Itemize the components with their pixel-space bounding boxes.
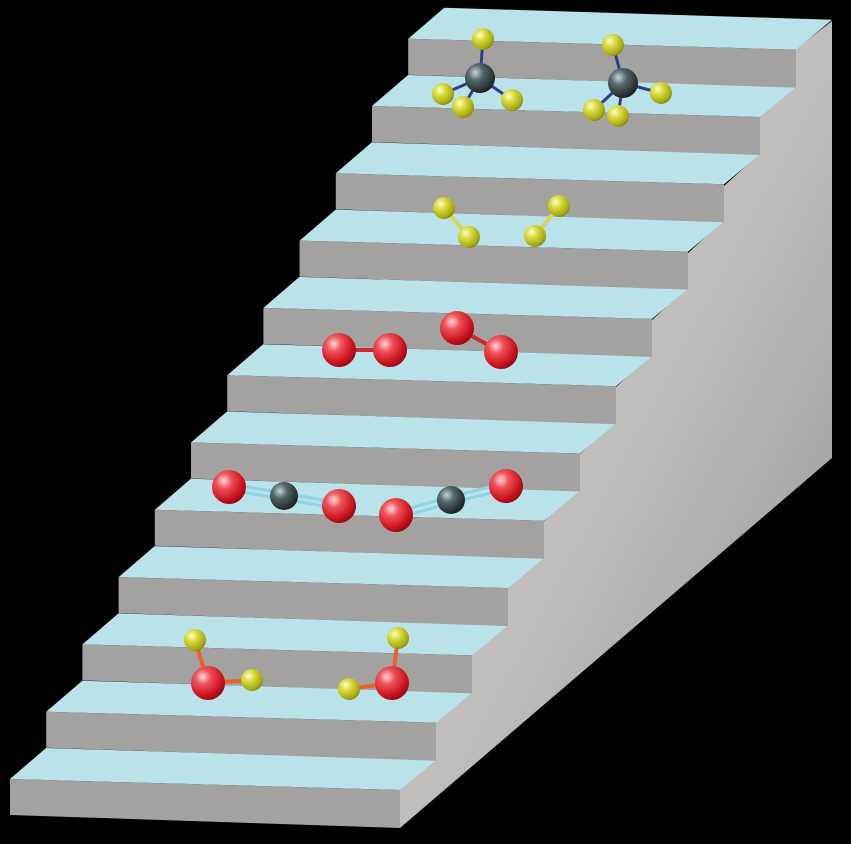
stair-riser [335,173,724,223]
oxygen-atom [322,489,356,523]
hydrogen-atom [650,82,672,104]
hydrogen-atom [583,99,605,121]
hydrogen-atom [184,629,206,651]
hydrogen-molecule [433,197,480,248]
stair-tread [263,276,688,319]
stair-tread [118,546,544,589]
carbon-atom [608,68,638,98]
stair-tread [408,7,832,50]
stair-tread [191,411,616,454]
oxygen-molecule [440,311,518,369]
methane-molecule [432,28,523,118]
hydrogen-atom [607,105,629,127]
carbon-dioxide-molecule [212,470,356,523]
stair-tread [335,142,760,185]
hydrogen-atom [387,627,409,649]
stair-riser [154,509,545,559]
hydrogen-molecule [524,195,570,247]
oxygen-atom [440,311,474,345]
hydrogen-atom [433,197,455,219]
hydrogen-atom [472,28,494,50]
stair-riser [118,577,508,627]
oxygen-atom [484,335,518,369]
stair-riser [46,711,436,761]
stair-tread [10,748,436,790]
carbon-dioxide-molecule [379,469,523,532]
stair-riser [299,240,688,290]
hydrogen-atom [338,678,360,700]
oxygen-atom [373,333,407,367]
oxygen-atom [212,470,246,504]
hydrogen-atom [432,83,454,105]
stair-riser [191,442,580,492]
water-molecule [184,629,263,700]
methane-molecule [583,34,672,127]
oxygen-atom [489,469,523,503]
hydrogen-atom [458,226,480,248]
molecule-layer [184,28,672,700]
staircase [10,7,832,828]
oxygen-atom [375,666,409,700]
hydrogen-atom [524,225,546,247]
hydrogen-atom [501,89,523,111]
carbon-atom [270,482,298,510]
hydrogen-atom [452,96,474,118]
oxygen-molecule [322,333,407,367]
hydrogen-atom [241,669,263,691]
stair-riser [227,375,616,425]
stair-riser [408,38,796,88]
oxygen-atom [379,498,413,532]
water-molecule [338,627,409,700]
stair-riser [82,644,473,694]
carbon-atom [437,486,465,514]
oxygen-atom [191,666,225,700]
stair-tread [46,680,472,723]
stair-tread [299,209,724,252]
stair-riser [372,106,760,155]
oxygen-atom [322,333,356,367]
staircase-side-wall [400,21,832,828]
hydrogen-atom [602,34,624,56]
hydrogen-atom [548,195,570,217]
carbon-atom [465,63,495,93]
stair-riser [10,779,400,828]
step-group [10,7,832,828]
